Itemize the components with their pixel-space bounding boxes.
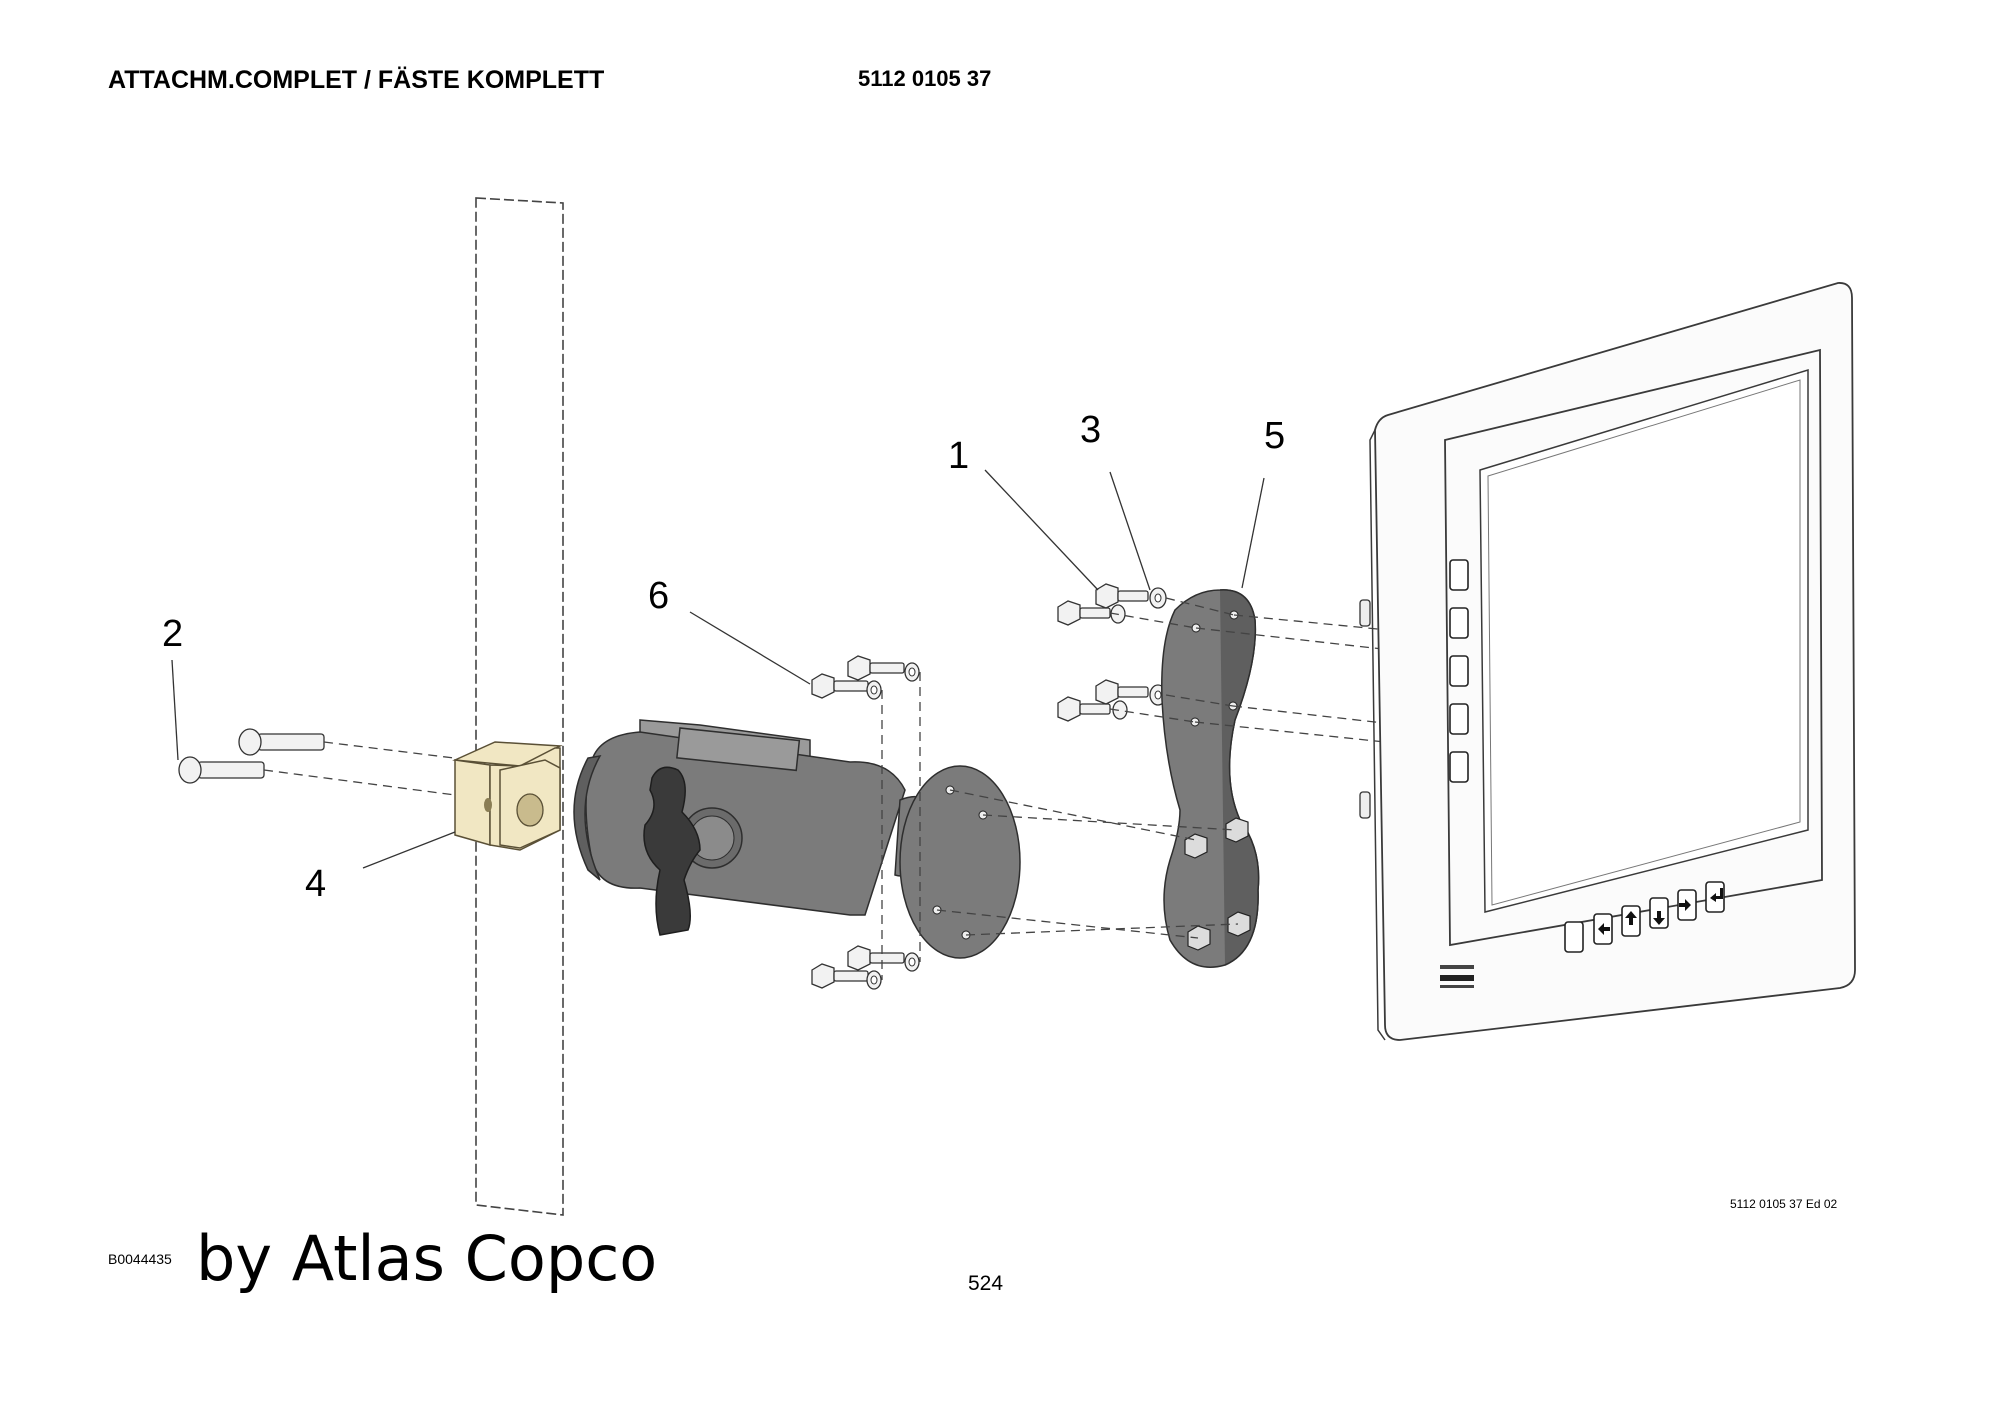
bolt-set-upper (811, 655, 920, 700)
clamp-arm (573, 719, 931, 936)
drawing-id: B0044435 (108, 1251, 172, 1267)
ball-plate (899, 765, 1021, 959)
bolt-set-lower (811, 945, 920, 990)
callout-2: 2 (162, 613, 183, 655)
display-monitor (1359, 282, 1856, 1041)
callout-6: 6 (648, 575, 669, 617)
cap-screw-lower (178, 756, 265, 784)
part-number: 5112 0105 37 (858, 66, 992, 91)
cap-screw-upper (238, 728, 325, 756)
clamp-block (452, 741, 563, 851)
document-title: ATTACHM.COMPLET / FÄSTE KOMPLETT (108, 66, 605, 94)
watermark-text: by Atlas Copco (196, 1222, 658, 1295)
screw-set-lower (1057, 679, 1167, 722)
callout-3: 3 (1080, 409, 1101, 451)
adapter-plate (1161, 589, 1260, 968)
t-knob (643, 766, 701, 936)
mounting-column (475, 197, 564, 1216)
page-number: 524 (968, 1272, 1004, 1295)
callout-4: 4 (305, 863, 326, 905)
callout-1: 1 (948, 435, 969, 477)
edition-label: 5112 0105 37 Ed 02 (1730, 1197, 1838, 1211)
callout-5: 5 (1264, 415, 1285, 457)
screw-set-upper (1057, 583, 1167, 626)
